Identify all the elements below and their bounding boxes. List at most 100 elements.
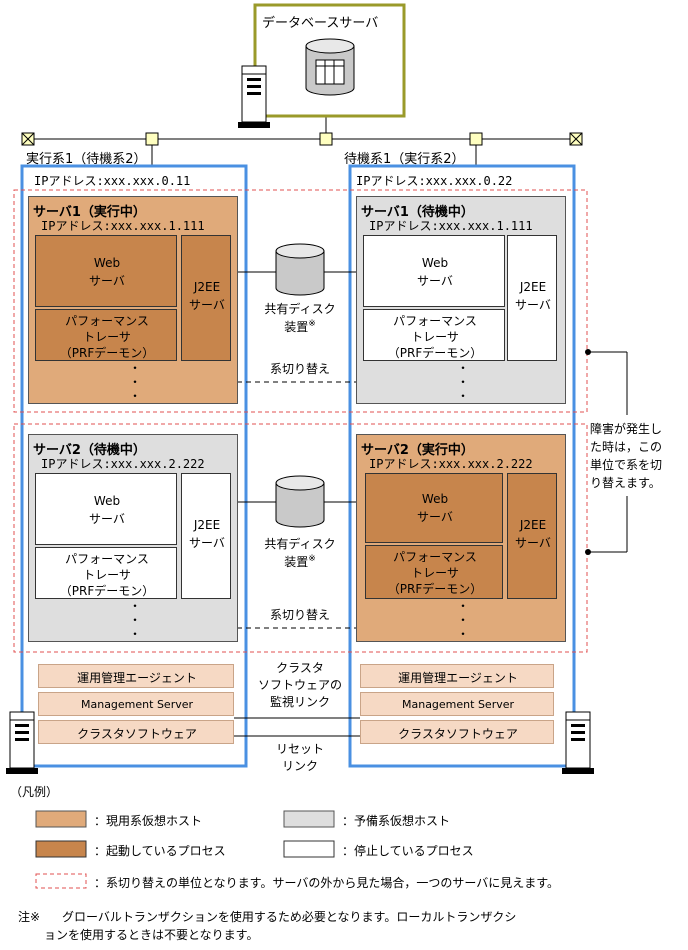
ellipsis: ・ — [457, 613, 470, 627]
right-mgmt-box: Management Server — [360, 692, 554, 716]
footnote-mark: 注※ — [18, 910, 41, 924]
perf-tracer-process: パフォーマンス トレーサ （PRFデーモン） — [363, 309, 505, 361]
side-note-line: た時は，この — [590, 440, 663, 454]
web-server-process: Web サーバ — [365, 473, 503, 543]
perf-label-2: トレーサ — [83, 568, 131, 582]
j2ee-server-process: J2EE サーバ — [507, 473, 557, 599]
side-note-line: り替えます。 — [590, 476, 661, 490]
perf-tracer-process: パフォーマンス トレーサ （PRFデーモン） — [35, 547, 177, 599]
perf-label-1: パフォーマンス — [65, 552, 149, 566]
perf-tracer-process: パフォーマンス トレーサ （PRFデーモン） — [35, 309, 177, 361]
server1-left-active: サーバ1（実行中） IPアドレス:xxx.xxx.1.111 Web サーバ パ… — [28, 196, 238, 404]
right-tower-pc-icon — [562, 711, 594, 774]
legend-swatch-switch-unit — [35, 873, 87, 889]
j2ee-label-1: J2EE — [193, 280, 221, 294]
left-system-boundary — [20, 164, 248, 768]
perf-label-3: （PRFデーモン） — [59, 346, 155, 360]
j2ee-label-2: サーバ — [189, 298, 225, 312]
perf-label-2: トレーサ — [411, 330, 459, 344]
shared-disk-1-label: 共有ディスク — [264, 302, 336, 316]
right-cluster-box: クラスタソフトウェア — [360, 720, 554, 744]
left-cluster-box: クラスタソフトウェア — [38, 720, 234, 744]
reset-link-label: リセット リンク — [240, 741, 360, 775]
web-label-2: サーバ — [417, 510, 453, 524]
legend-swatch-stopped-proc — [283, 840, 335, 858]
shared-disk-1-label-2: 装置※ — [250, 318, 350, 335]
web-server-process: Web サーバ — [35, 235, 177, 307]
j2ee-label-1: J2EE — [519, 518, 547, 532]
web-label-2: サーバ — [417, 274, 453, 288]
right-agent-box: 運用管理エージェント — [360, 664, 554, 688]
shared-disk-2-label: 共有ディスク — [264, 537, 336, 551]
server1-right-standby: サーバ1（待機中） IPアドレス:xxx.xxx.1.111 Web サーバ パ… — [356, 196, 566, 404]
perf-label-1: パフォーマンス — [393, 314, 477, 328]
perf-label-3: （PRFデーモン） — [387, 582, 483, 596]
perf-tracer-process: パフォーマンス トレーサ （PRFデーモン） — [365, 545, 503, 599]
shared-disk-2-label-2: 装置※ — [250, 553, 350, 570]
mgmt-label: Management Server — [80, 698, 194, 711]
network-node-left — [145, 132, 159, 146]
server2-right-active: サーバ2（実行中） IPアドレス:xxx.xxx.2.222 Web サーバ パ… — [356, 434, 566, 642]
footnote-line-2: ョンを使用するときは不要となります。 — [44, 928, 259, 942]
web-server-process: Web サーバ — [35, 473, 177, 545]
j2ee-server-process: J2EE サーバ — [181, 473, 231, 599]
db-cylinder-icon — [305, 38, 355, 96]
server-title: サーバ2（実行中） — [361, 443, 474, 458]
web-label-1: Web — [421, 492, 449, 506]
side-note-line: 単位で系を切 — [590, 458, 663, 472]
web-server-process: Web サーバ — [363, 235, 505, 307]
ellipsis: ・ — [457, 389, 470, 403]
j2ee-server-process: J2EE サーバ — [507, 235, 557, 361]
legend-standby-host: ：予備系仮想ホスト — [342, 814, 451, 828]
server2-left-standby: サーバ2（待機中） IPアドレス:xxx.xxx.2.222 Web サーバ パ… — [28, 434, 238, 642]
j2ee-label-2: サーバ — [189, 536, 225, 550]
ellipsis: ・ — [457, 375, 470, 389]
server-ip: IPアドレス:xxx.xxx.2.222 — [41, 457, 205, 471]
perf-label-3: （PRFデーモン） — [59, 584, 155, 598]
perf-label-3: （PRFデーモン） — [387, 346, 483, 360]
ellipsis: ・ — [457, 361, 470, 375]
legend-switch-unit: ：系切り替えの単位となります。サーバの外から見た場合，一つのサーバに見えます。 — [94, 876, 560, 890]
switchover-label-2: 系切り替え — [269, 608, 330, 622]
ellipsis: ・ — [129, 361, 142, 375]
j2ee-label-2: サーバ — [515, 298, 551, 312]
web-label-1: Web — [93, 256, 121, 270]
switchover-label-1: 系切り替え — [269, 362, 330, 376]
web-label-1: Web — [93, 494, 121, 508]
ellipsis: ・ — [129, 613, 142, 627]
ellipsis: ・ — [129, 375, 142, 389]
ellipsis: ・ — [129, 627, 142, 641]
server-ip: IPアドレス:xxx.xxx.2.222 — [369, 457, 533, 471]
server-ip: IPアドレス:xxx.xxx.1.111 — [369, 219, 533, 233]
agent-label: 運用管理エージェント — [77, 671, 197, 685]
shared-disk-2-icon — [275, 475, 325, 528]
legend-stopped-proc: ：停止しているプロセス — [342, 844, 474, 858]
server-title: サーバ1（待機中） — [361, 205, 474, 220]
perf-label-1: パフォーマンス — [65, 314, 149, 328]
j2ee-label-1: J2EE — [519, 280, 547, 294]
perf-label-2: トレーサ — [411, 566, 459, 580]
left-tower-pc-icon — [6, 711, 38, 774]
left-agent-box: 運用管理エージェント — [38, 664, 234, 688]
reset-link-line-1: リセット — [275, 742, 324, 756]
side-note-line: 障害が発生し — [590, 422, 663, 436]
agent-label: 運用管理エージェント — [398, 671, 518, 685]
web-label-2: サーバ — [89, 512, 125, 526]
footnote-line-1: グローバルトランザクションを使用するため必要となります。ローカルトランザクシ — [62, 910, 517, 924]
disk-note-mark: ※ — [308, 554, 316, 564]
disk-device-text: 装置 — [284, 320, 309, 334]
right-system-ip: IPアドレス:xxx.xxx.0.22 — [356, 174, 513, 188]
reset-link-line-2: リンク — [281, 759, 318, 773]
perf-label-1: パフォーマンス — [393, 550, 477, 564]
side-note: 障害が発生し た時は，この 単位で系を切 り替えます。 — [590, 420, 662, 492]
disk-device-text: 装置 — [284, 555, 309, 569]
right-system-boundary — [348, 164, 576, 768]
switch-unit-2 — [13, 423, 588, 653]
monitor-link-line-3: 監視リンク — [269, 695, 330, 709]
legend-active-host: ：現用系仮想ホスト — [94, 814, 203, 828]
legend-swatch-active-host — [35, 810, 87, 828]
server-title: サーバ2（待機中） — [33, 443, 146, 458]
ellipsis: ・ — [457, 627, 470, 641]
left-system-label: 実行系1（待機系2） — [26, 152, 147, 167]
